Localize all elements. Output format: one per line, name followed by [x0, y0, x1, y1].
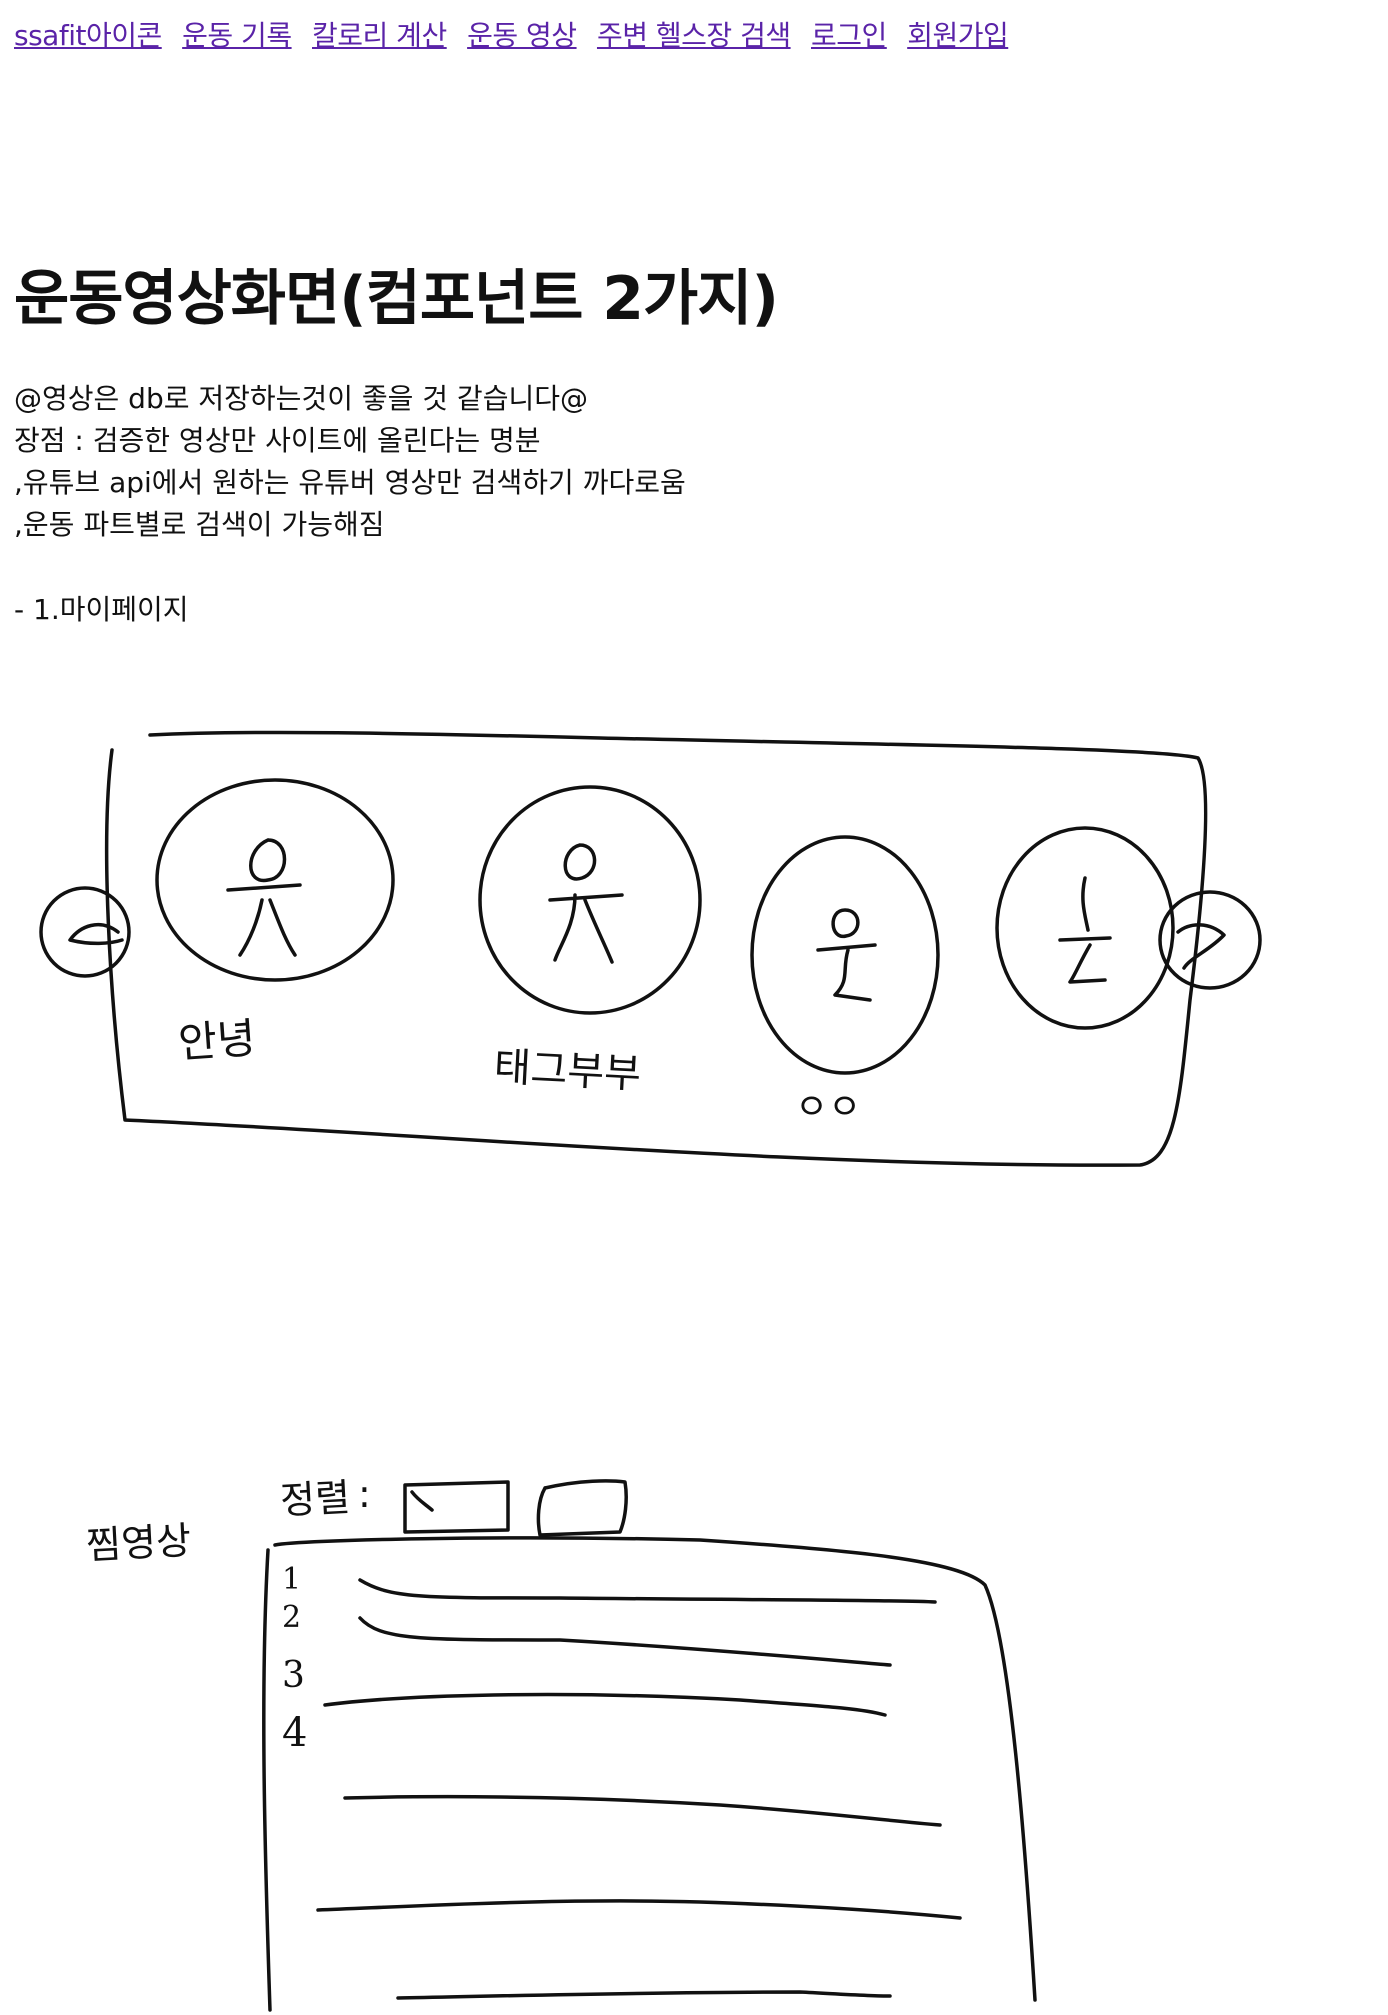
row-number: 4: [282, 1710, 308, 1756]
next-arrow-icon: [1176, 923, 1226, 970]
avatar-label-3: ㅇㅇ: [795, 1087, 862, 1128]
row-number: 2: [282, 1600, 302, 1635]
carousel-frame: [104, 730, 1208, 1167]
list-frame: [262, 1536, 1037, 2012]
top-nav: ssafit아이콘 운동 기록 칼로리 계산 운동 영상 주변 헬스장 검색 로…: [14, 14, 1020, 54]
nav-exercise-video[interactable]: 운동 영상: [467, 19, 577, 52]
page-title: 운동영상화면(컴포넌트 2가지): [14, 264, 779, 334]
carousel-prev-button: [39, 886, 131, 978]
stick-figure-icon: [816, 908, 877, 1002]
note-line: 장점 : 검증한 영상만 사이트에 올린다는 명분: [14, 424, 541, 457]
notes-paragraph: @영상은 db로 저장하는것이 좋을 것 같습니다@ 장점 : 검증한 영상만 …: [14, 378, 686, 546]
nav-calorie-calc[interactable]: 칼로리 계산: [312, 19, 447, 52]
list-row-line: [358, 1578, 937, 1604]
nav-exercise-log[interactable]: 운동 기록: [182, 19, 292, 52]
avatar-circle-3: [750, 835, 940, 1075]
stick-figure-icon: [226, 838, 302, 957]
avatar-label-2: 태그부부: [492, 1044, 643, 1098]
sort-label-colon: :: [358, 1472, 371, 1516]
prev-arrow-icon: [68, 922, 124, 946]
mypage-bullet: - 1.마이페이지: [14, 593, 189, 626]
note-line: @영상은 db로 저장하는것이 좋을 것 같습니다@: [14, 382, 588, 415]
note-line: ,운동 파트별로 검색이 가능해짐: [14, 508, 385, 541]
list-row-line: [396, 1990, 892, 2000]
favorites-label: 찜영상: [85, 1518, 193, 1568]
avatar-circle-1: [155, 778, 395, 982]
nav-login[interactable]: 로그인: [811, 19, 887, 52]
nav-signup[interactable]: 회원가입: [907, 19, 1009, 52]
avatar-label-1: 안녕: [176, 1013, 258, 1068]
favorites-list-sketch: [262, 1479, 1037, 2012]
row-number: 3: [282, 1655, 305, 1696]
row-number: 1: [282, 1562, 302, 1597]
list-row-line: [358, 1616, 892, 1667]
nav-gym-search[interactable]: 주변 헬스장 검색: [596, 19, 791, 52]
stick-figure-icon: [548, 843, 624, 964]
carousel-sketch: [39, 730, 1262, 1167]
carousel-next-button: [1158, 890, 1262, 990]
list-row-line: [316, 1899, 962, 1920]
note-line: ,유튜브 api에서 원하는 유튜버 영상만 검색하기 까다로움: [14, 466, 686, 499]
list-row-line: [323, 1692, 887, 1717]
avatar-circle-4: [995, 826, 1175, 1030]
stick-figure-icon: [1058, 876, 1112, 984]
sort-label: 정렬: [279, 1475, 352, 1523]
nav-logo-link[interactable]: ssafit아이콘: [14, 19, 162, 52]
sort-button-2: [536, 1479, 628, 1537]
list-row-line: [343, 1794, 942, 1827]
sort-button-1: [403, 1480, 510, 1534]
avatar-circle-2: [478, 785, 702, 1015]
